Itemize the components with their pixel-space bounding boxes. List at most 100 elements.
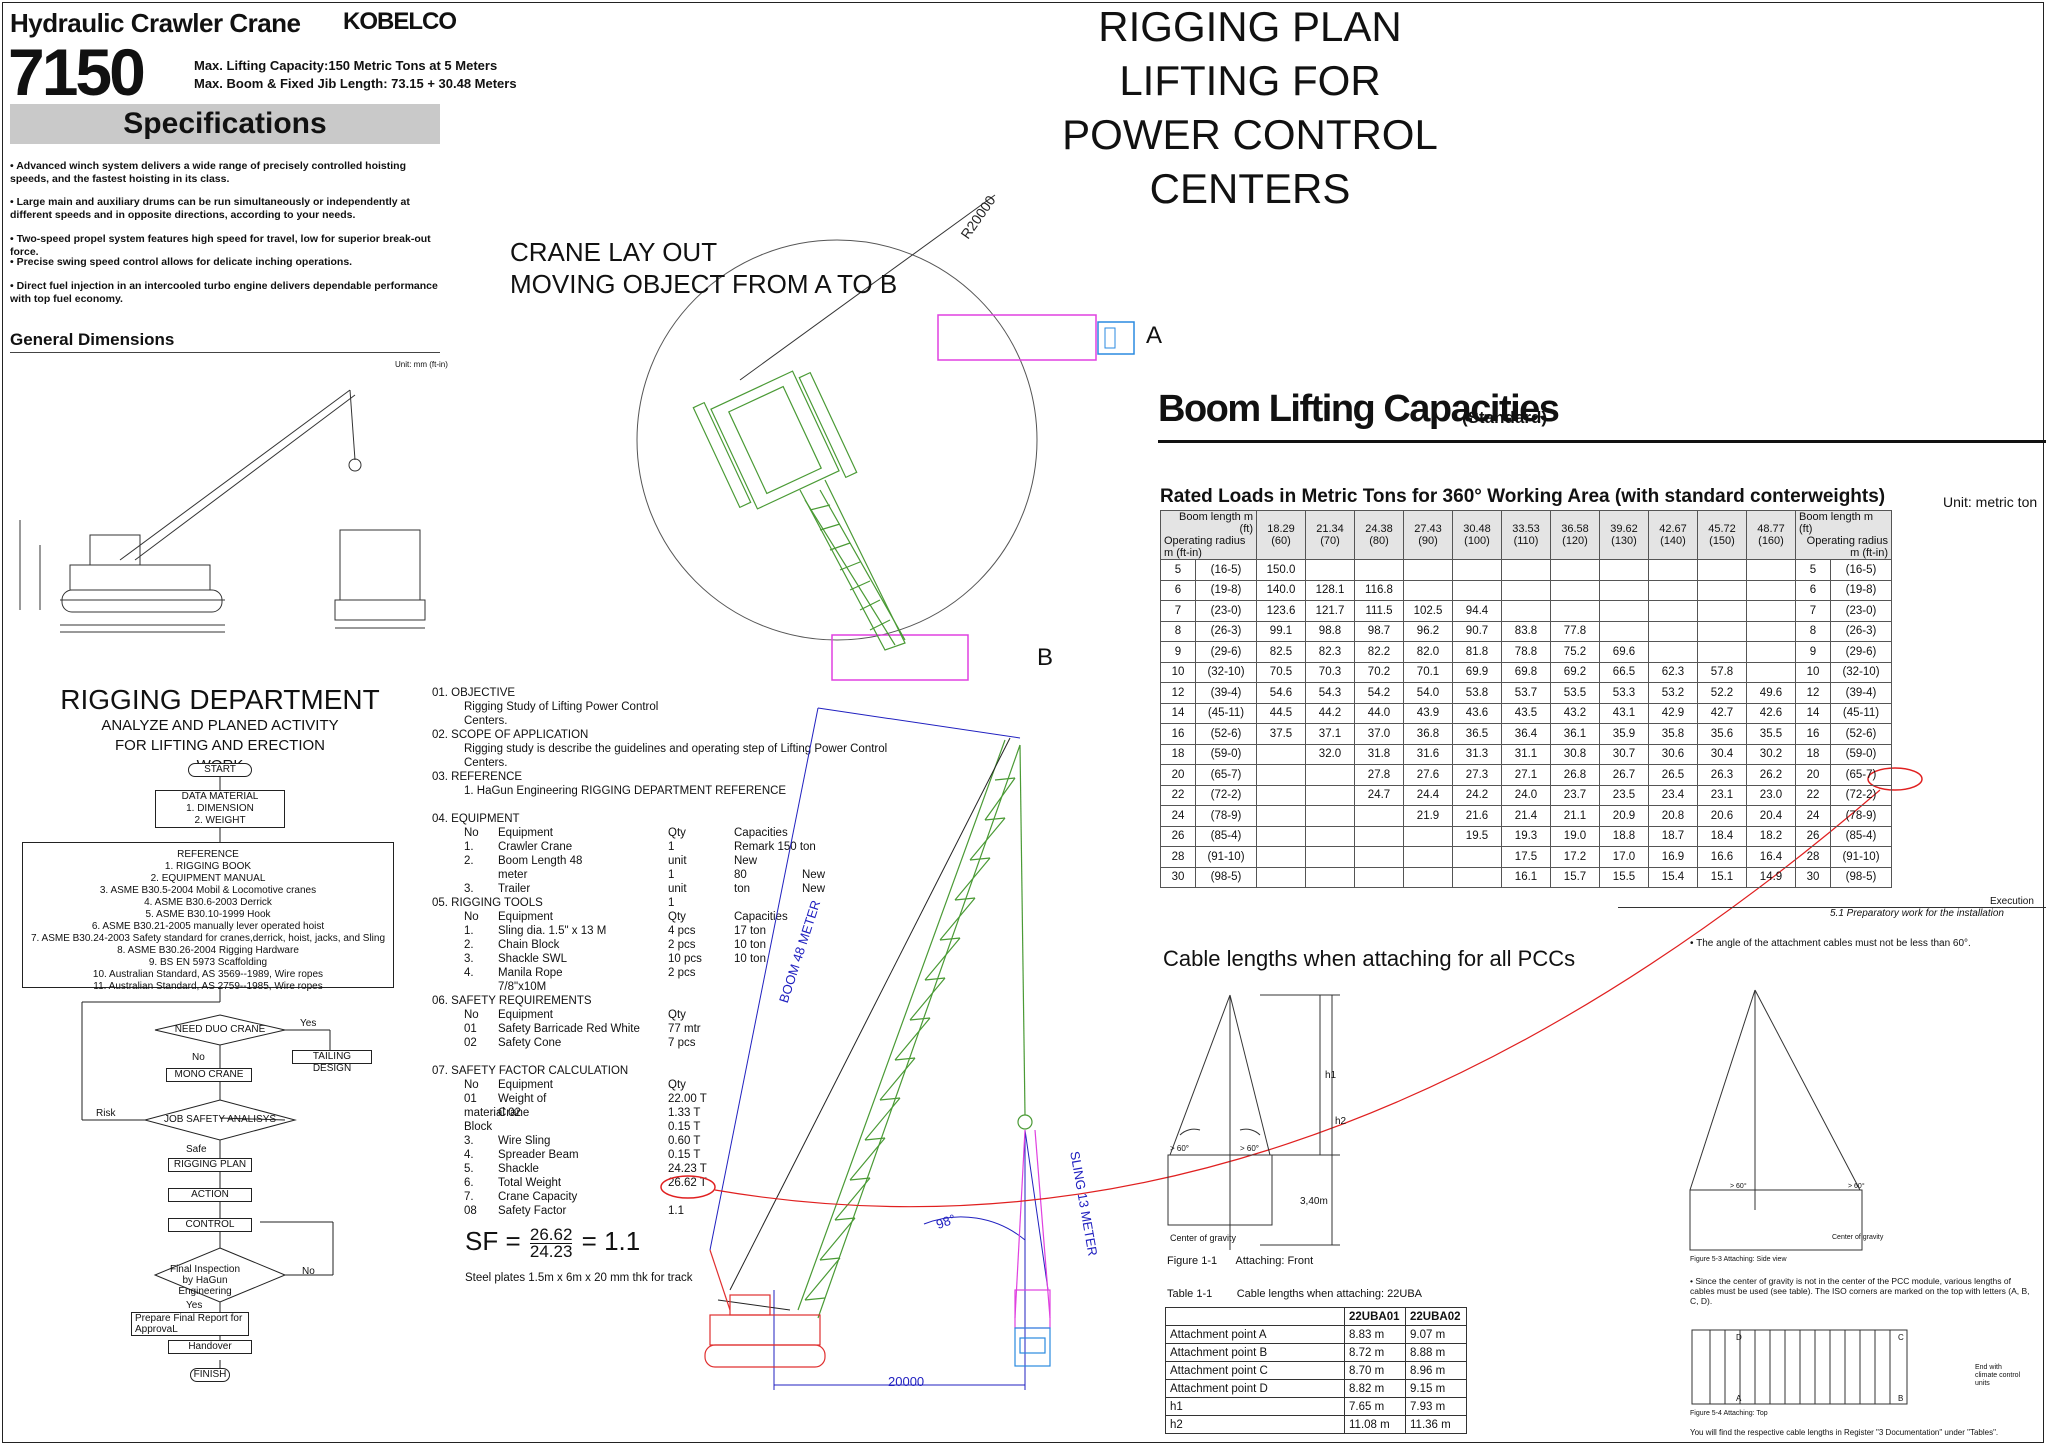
table-cell: 30.6 <box>1648 743 1698 765</box>
procedure-line: Qty <box>668 1009 686 1021</box>
table-cell: 27.8 <box>1354 764 1404 786</box>
table-cell: 26.3 <box>1697 764 1747 786</box>
table-cell: 21.6 <box>1452 805 1502 827</box>
table-cell: 16 <box>1795 723 1831 745</box>
procedure-line: 01 <box>464 1023 477 1035</box>
flowchart-connectors <box>81 775 334 1373</box>
table-cell <box>1403 559 1453 581</box>
table-cell: 30.7 <box>1599 743 1649 765</box>
procedure-line: New <box>734 855 758 867</box>
table-cell: 18.4 <box>1697 825 1747 847</box>
procedure-line: Safety Barricade Red White <box>498 1023 640 1035</box>
flow-text: ApprovaL <box>135 1324 178 1335</box>
specifications-heading: Specifications <box>10 104 440 144</box>
flow-prepare-report: Prepare Final Report for ApprovaL <box>131 1312 249 1336</box>
procedure-line: Rigging study is describe the guidelines… <box>464 743 888 755</box>
table-cell: 20.9 <box>1599 805 1649 827</box>
table-cell: 7.65 m <box>1344 1397 1406 1416</box>
procedure-line: 3. <box>464 1135 474 1147</box>
flow-text: 8. ASME B30.26-2004 Rigging Hardware <box>117 945 299 956</box>
procedure-line: Safety Cone <box>498 1037 562 1049</box>
procedure-line: Boom Length 48 <box>498 855 583 867</box>
procedure-line: unit <box>668 855 687 867</box>
flow-jsa: JOB SAFETY ANALISYS <box>163 1114 277 1125</box>
table-cell: 8.88 m <box>1405 1343 1467 1362</box>
table-cell: 69.6 <box>1599 641 1649 663</box>
table-cell: 54.6 <box>1256 682 1306 704</box>
table-cell: (29-6) <box>1830 641 1892 663</box>
angle-note-text: The angle of the attachment cables must … <box>1696 938 1971 949</box>
flow-text: REFERENCE <box>177 849 239 860</box>
boom-length-header: 39.62(130) <box>1599 510 1649 560</box>
fig-num: Figure 1-1 <box>1167 1255 1218 1267</box>
table-cell: 7.93 m <box>1405 1397 1467 1416</box>
procedure-line: 4. <box>464 1149 474 1161</box>
table-cell: 12 <box>1160 682 1196 704</box>
table-cell: (39-4) <box>1830 682 1892 704</box>
table-cell: (98-5) <box>1195 866 1257 888</box>
table-cell: 26 <box>1795 825 1831 847</box>
table-cell: 90.7 <box>1452 620 1502 642</box>
spec-bullet: • Precise swing speed control allows for… <box>10 256 353 268</box>
table-cell <box>1697 600 1747 622</box>
flow-text: 11. Australian Standard, AS 2759--1985, … <box>93 981 323 992</box>
table-cell: 70.3 <box>1305 661 1355 683</box>
procedure-line: 2. <box>464 939 474 951</box>
corner-b: B <box>1898 1394 1904 1403</box>
angle-label: > 60° <box>1730 1183 1747 1190</box>
flow-text: Engineering <box>178 1286 232 1297</box>
table-cell: (91-10) <box>1830 846 1892 868</box>
table-cell: Attachment point C <box>1165 1361 1345 1380</box>
table-cell <box>1256 866 1306 888</box>
procedure-line: 2. <box>464 855 474 867</box>
table-header: 22UBA02 <box>1405 1307 1467 1326</box>
table-cell <box>1452 559 1502 581</box>
procedure-line: 4 pcs <box>668 925 696 937</box>
table-cell <box>1354 846 1404 868</box>
table-cell <box>1697 620 1747 642</box>
flow-action: ACTION <box>168 1188 252 1202</box>
table-cell: 18.7 <box>1648 825 1698 847</box>
table-cell <box>1746 600 1796 622</box>
procedure-line: Crane Capacity <box>498 1191 578 1203</box>
table-cell: 102.5 <box>1403 600 1453 622</box>
table-cell: 42.7 <box>1697 702 1747 724</box>
table-cell <box>1305 846 1355 868</box>
end-note: End with climate control units <box>1975 1364 2021 1387</box>
table-cell: (72-2) <box>1830 784 1892 806</box>
table-cell: 128.1 <box>1305 579 1355 601</box>
flow-text: DATA MATERIAL <box>181 791 259 802</box>
table-cell: 8.82 m <box>1344 1379 1406 1398</box>
table-cell: 23.4 <box>1648 784 1698 806</box>
sf-denominator: 24.23 <box>529 1241 573 1261</box>
table-cell <box>1501 579 1551 601</box>
procedure-line: No <box>464 1009 479 1021</box>
procedure-line: New <box>802 869 826 881</box>
flow-risk: Risk <box>96 1108 116 1119</box>
table-caption: Table 1-1 Cable lengths when attaching: … <box>1167 1288 1422 1300</box>
table-cell: 9.15 m <box>1405 1379 1467 1398</box>
flow-text: 10. Australian Standard, AS 3569--1989, … <box>92 969 324 980</box>
procedure-line: 4. <box>464 967 474 979</box>
height-label: 3,40m <box>1300 1196 1328 1207</box>
procedure-line: Equipment <box>498 827 553 839</box>
h1-label: h1 <box>1325 1070 1337 1081</box>
procedure-line: material 02 <box>464 1107 521 1119</box>
table-cell: 82.2 <box>1354 641 1404 663</box>
table-cell <box>1354 805 1404 827</box>
procedure-line: Remark 150 ton <box>734 841 816 853</box>
table-cell: 43.9 <box>1403 702 1453 724</box>
table-cell: (26-3) <box>1830 620 1892 642</box>
procedure-line: 1. <box>464 841 474 853</box>
procedure-line: Wire Sling <box>498 1135 551 1147</box>
angle-label: > 60° <box>1848 1183 1865 1190</box>
table-cell: 9.07 m <box>1405 1325 1467 1344</box>
table-cell: 26.7 <box>1599 764 1649 786</box>
